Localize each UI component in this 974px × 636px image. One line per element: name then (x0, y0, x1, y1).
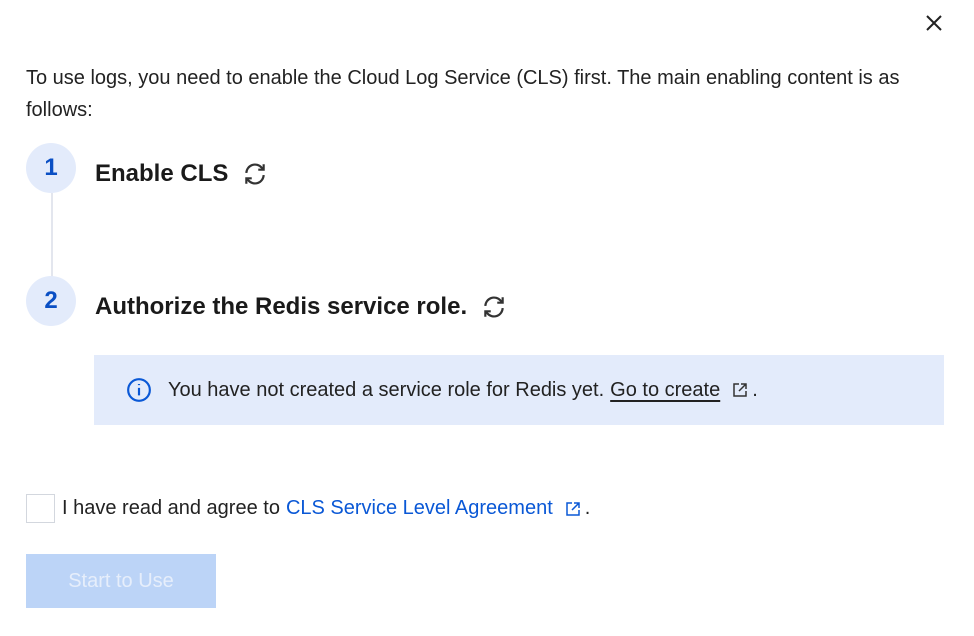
go-to-create-link[interactable]: Go to create (610, 378, 721, 401)
sla-link[interactable]: CLS Service Level Agreement (285, 497, 553, 519)
close-icon[interactable] (922, 11, 946, 35)
external-link-icon[interactable] (565, 501, 581, 517)
agreement-row: I have read and agree to CLS Service Lev… (26, 494, 590, 523)
notice-suffix: . (752, 378, 758, 401)
step-connector (51, 193, 53, 277)
start-to-use-button[interactable]: Start to Use (26, 554, 216, 608)
step-1-number: 1 (26, 143, 76, 193)
step-2-number: 2 (26, 276, 76, 326)
notice-text: You have not created a service role for … (168, 378, 605, 401)
agreement-prefix: I have read and agree to (62, 497, 280, 519)
agreement-checkbox[interactable] (26, 494, 55, 523)
step-2: Authorize the Redis service role. (95, 293, 507, 321)
info-icon (127, 378, 151, 402)
refresh-icon[interactable] (242, 161, 268, 187)
external-link-icon[interactable] (732, 382, 748, 398)
service-role-notice: You have not created a service role for … (94, 355, 944, 425)
refresh-icon[interactable] (481, 294, 507, 320)
step-2-title: Authorize the Redis service role. (95, 293, 468, 320)
intro-text: To use logs, you need to enable the Clou… (26, 67, 900, 121)
step-1: Enable CLS (95, 160, 268, 188)
agreement-suffix: . (584, 497, 591, 519)
step-1-title: Enable CLS (95, 160, 229, 187)
